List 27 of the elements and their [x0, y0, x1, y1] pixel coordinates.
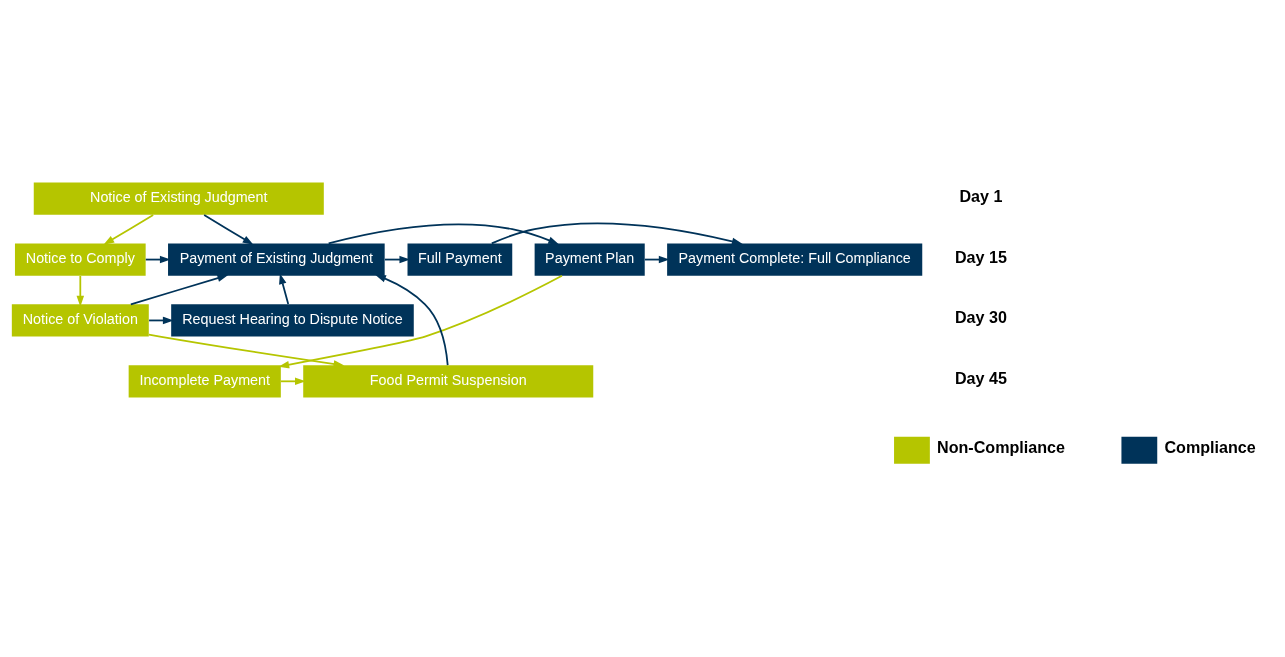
node-box: Payment of Existing Judgment — [168, 243, 385, 276]
node-box: Payment Complete: Full Compliance — [667, 243, 923, 276]
label: Day 15 — [954, 247, 1007, 266]
arrow — [490, 222, 743, 246]
node-box: Notice of Violation — [11, 304, 149, 337]
arrow — [148, 333, 345, 368]
arrow — [327, 223, 560, 245]
arrow — [129, 274, 229, 306]
legend-label: Non-Compliance — [937, 438, 1066, 457]
arrow — [375, 274, 449, 366]
node-box: Payment Plan — [534, 243, 645, 276]
arrow — [279, 273, 290, 305]
node-box: Notice to Comply — [14, 243, 146, 276]
node-box: Food Permit Suspension — [303, 365, 594, 398]
arrow — [279, 377, 306, 386]
label: Day 45 — [954, 369, 1007, 388]
arrow — [203, 214, 254, 245]
node-box: Incomplete Payment — [128, 365, 281, 398]
node-box: Notice of Existing Judgment — [33, 182, 324, 215]
arrow — [76, 275, 85, 307]
arrow — [103, 214, 155, 245]
node-box: Full Payment — [407, 243, 513, 276]
legend-label: Compliance — [1164, 438, 1256, 457]
label: Day 1 — [959, 186, 1003, 205]
label: Day 30 — [954, 308, 1007, 327]
arrow — [278, 274, 563, 369]
node-box: Request Hearing to Dispute Notice — [171, 304, 414, 337]
